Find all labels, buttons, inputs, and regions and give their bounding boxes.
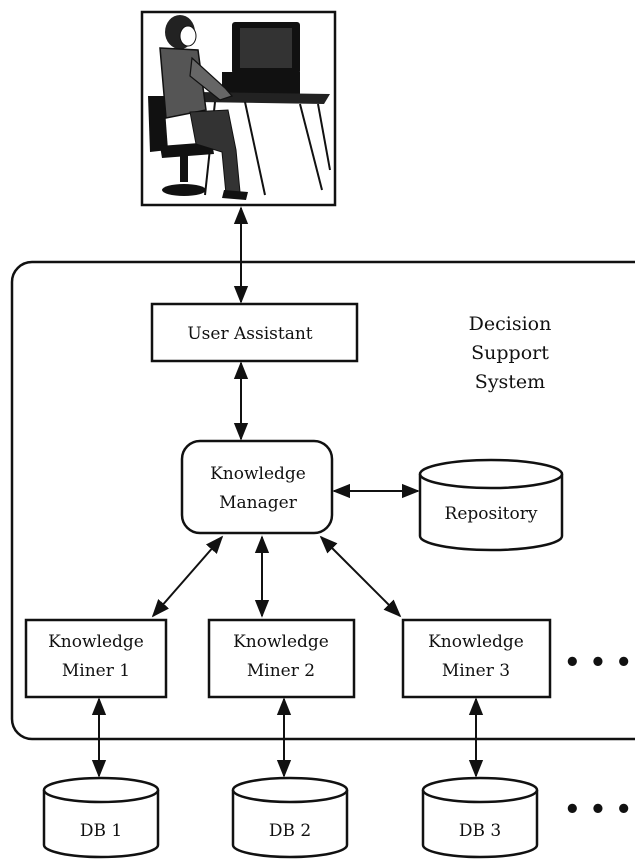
db-1-cylinder: DB 1 [42, 776, 160, 859]
user-assistant-label: User Assistant [187, 324, 312, 344]
db-3-cylinder: DB 3 [421, 776, 539, 859]
db-2-cylinder: DB 2 [231, 776, 349, 859]
miner-2-label-line-1: Knowledge [233, 632, 329, 652]
decision-support-system-container [10, 260, 635, 741]
arrow-manager-to-miner-1 [151, 535, 224, 618]
repository-cylinder: Repository [418, 458, 564, 552]
user-workstation-illustration [140, 10, 337, 207]
person-at-computer-icon [148, 15, 331, 200]
knowledge-manager-label-line-1: Knowledge [210, 464, 306, 484]
system-label-line-1: Decision [469, 313, 552, 335]
user-assistant-box [150, 302, 359, 363]
system-label-line-3: System [475, 371, 545, 393]
db-1-label: DB 1 [80, 821, 122, 841]
system-label-line-2: Support [471, 342, 549, 364]
knowledge-manager-box [180, 439, 334, 535]
connectors [91, 206, 484, 778]
miner-2-label-line-2: Miner 2 [247, 661, 315, 681]
miner-3-label-line-1: Knowledge [428, 632, 524, 652]
db-ellipsis: • • • [564, 795, 632, 825]
miner-ellipsis: • • • [564, 648, 632, 678]
knowledge-miner-3: Knowledge Miner 3 [401, 618, 552, 699]
knowledge-miner-1: Knowledge Miner 1 [24, 618, 168, 699]
miner-3-label-line-2: Miner 3 [442, 661, 510, 681]
knowledge-manager-label-line-2: Manager [219, 493, 298, 513]
db-3-label: DB 3 [459, 821, 501, 841]
miner-1-label-line-2: Miner 1 [62, 661, 130, 681]
miner-1-label-line-1: Knowledge [48, 632, 144, 652]
db-2-label: DB 2 [269, 821, 311, 841]
arrow-manager-to-miner-3 [319, 535, 402, 618]
knowledge-miner-2: Knowledge Miner 2 [207, 618, 356, 699]
repository-label: Repository [445, 504, 538, 524]
